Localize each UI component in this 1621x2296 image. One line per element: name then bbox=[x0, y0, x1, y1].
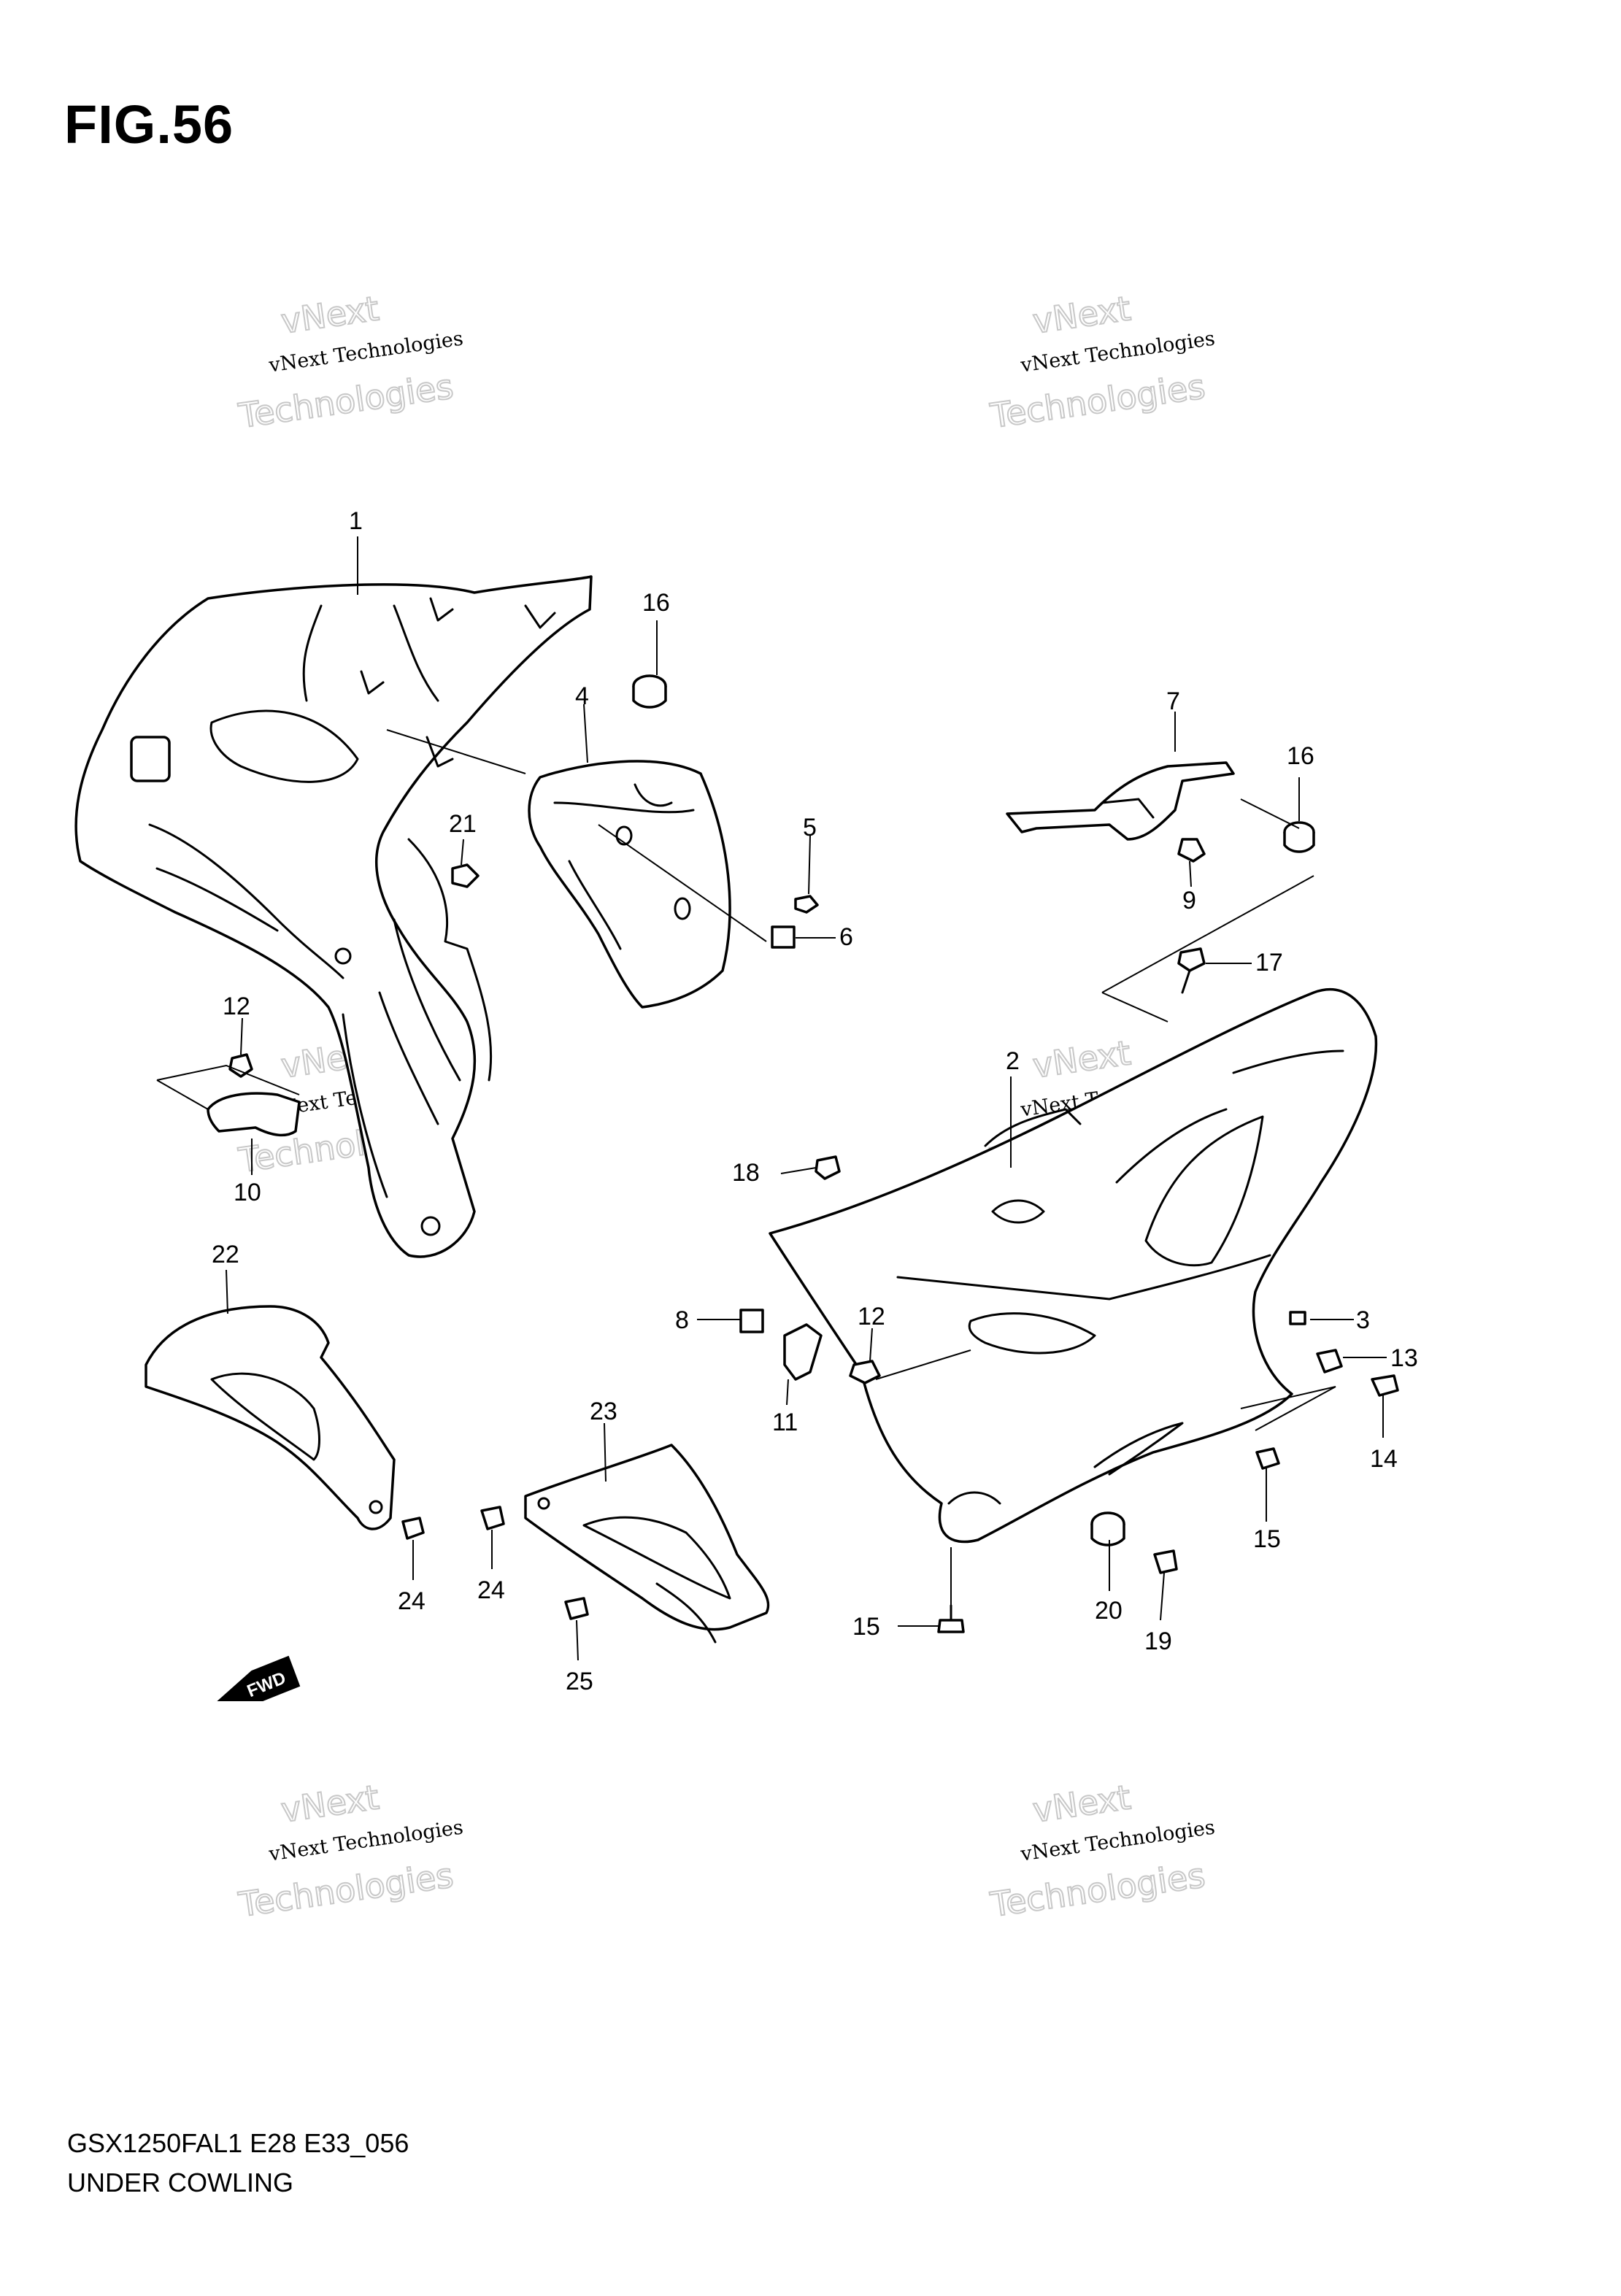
callout-8: 8 bbox=[675, 1306, 689, 1334]
callout-22: 22 bbox=[212, 1241, 239, 1268]
callout-20: 20 bbox=[1095, 1597, 1123, 1625]
callout-16-top: 16 bbox=[642, 589, 670, 617]
figure-code: GSX1250FAL1 E28 E33_056 bbox=[67, 2128, 409, 2158]
callout-18: 18 bbox=[732, 1159, 760, 1187]
part-22-side-panel bbox=[145, 1305, 396, 1530]
callout-10: 10 bbox=[234, 1179, 261, 1206]
part-12-bolt-left bbox=[228, 1053, 253, 1078]
watermark-technologies: Technologies bbox=[987, 366, 1207, 436]
watermark-bottom-right: vNext vNext Technologies Technologies bbox=[987, 1776, 1216, 1925]
watermark-vnext: vNext bbox=[1031, 1033, 1133, 1085]
part-16-grommet-top bbox=[632, 674, 667, 709]
callout-7: 7 bbox=[1166, 687, 1180, 715]
part-11-bracket bbox=[783, 1323, 823, 1381]
callout-13: 13 bbox=[1390, 1344, 1418, 1372]
callout-9: 9 bbox=[1182, 887, 1196, 914]
callout-15-bottom: 15 bbox=[852, 1613, 880, 1641]
callout-6: 6 bbox=[839, 923, 853, 951]
callout-labels: 1 2 3 4 5 6 7 8 9 10 11 12 12 13 14 15 1… bbox=[212, 507, 1418, 1695]
callout-19: 19 bbox=[1144, 1627, 1172, 1655]
part-10-bracket bbox=[207, 1092, 301, 1137]
part-24-fastener-right bbox=[480, 1506, 505, 1530]
part-15-fastener-right bbox=[1255, 1447, 1280, 1470]
part-8-clip bbox=[739, 1309, 764, 1333]
part-3-clip bbox=[1289, 1311, 1306, 1325]
part-19-screw bbox=[1153, 1549, 1178, 1574]
part-6-clip-nut bbox=[771, 925, 796, 949]
callout-25: 25 bbox=[566, 1668, 593, 1695]
part-17-screw bbox=[1177, 947, 1206, 994]
watermark-top-right: vNext vNext Technologies Technologies bbox=[987, 288, 1216, 436]
part-15-fastener-bottom bbox=[937, 1604, 965, 1633]
callout-1: 1 bbox=[349, 507, 363, 535]
callout-12-right: 12 bbox=[858, 1303, 885, 1330]
watermark-vnext: vNext bbox=[279, 288, 382, 341]
callout-16-right: 16 bbox=[1287, 742, 1314, 770]
part-13-nut bbox=[1316, 1349, 1343, 1374]
part-4-inner-panel bbox=[528, 760, 731, 1009]
watermark-technologies: Technologies bbox=[236, 366, 455, 436]
part-2-right-under-cowling bbox=[769, 988, 1378, 1544]
part-9-bolt bbox=[1177, 838, 1206, 863]
part-16-grommet-right bbox=[1283, 821, 1315, 853]
part-12-bolt-right bbox=[849, 1360, 881, 1384]
figure-title: FIG.56 bbox=[64, 94, 234, 155]
callout-2: 2 bbox=[1006, 1047, 1020, 1075]
watermark-technologies: Technologies bbox=[236, 1855, 455, 1925]
callout-5: 5 bbox=[803, 814, 817, 841]
callout-23: 23 bbox=[590, 1398, 617, 1425]
part-18-screw bbox=[815, 1155, 841, 1180]
callout-14: 14 bbox=[1370, 1445, 1398, 1473]
callout-17: 17 bbox=[1255, 949, 1283, 976]
callout-12-left: 12 bbox=[223, 993, 250, 1020]
watermark-bottom-left: vNext vNext Technologies Technologies bbox=[235, 1776, 464, 1925]
callout-15-right: 15 bbox=[1253, 1525, 1281, 1553]
callout-24-left: 24 bbox=[398, 1587, 426, 1615]
callout-3: 3 bbox=[1356, 1306, 1370, 1334]
part-24-fastener-left bbox=[401, 1517, 425, 1540]
callout-21: 21 bbox=[449, 810, 477, 838]
part-20-grommet bbox=[1090, 1511, 1125, 1546]
part-1-left-under-cowling bbox=[74, 575, 593, 1258]
part-23-side-panel bbox=[524, 1444, 770, 1644]
figure-name: UNDER COWLING bbox=[67, 2168, 294, 2197]
watermark-vnext: vNext bbox=[1031, 1777, 1133, 1830]
watermark-vnext: vNext bbox=[279, 1777, 382, 1830]
watermark-vnext: vNext bbox=[1031, 288, 1133, 341]
watermark-technologies: Technologies bbox=[987, 1855, 1207, 1925]
part-25-fastener bbox=[564, 1597, 589, 1620]
part-5-screw bbox=[794, 895, 819, 914]
callout-4: 4 bbox=[575, 682, 589, 710]
part-7-bracket bbox=[1006, 761, 1235, 841]
part-21-bolt bbox=[451, 863, 480, 888]
forward-arrow-icon: FWD bbox=[217, 1655, 301, 1701]
callout-11: 11 bbox=[772, 1409, 798, 1436]
part-14-bolt bbox=[1371, 1374, 1399, 1397]
leader-lines bbox=[156, 536, 1387, 1661]
watermark-top-left: vNext vNext Technologies Technologies bbox=[235, 288, 464, 436]
callout-24-right: 24 bbox=[477, 1576, 505, 1604]
